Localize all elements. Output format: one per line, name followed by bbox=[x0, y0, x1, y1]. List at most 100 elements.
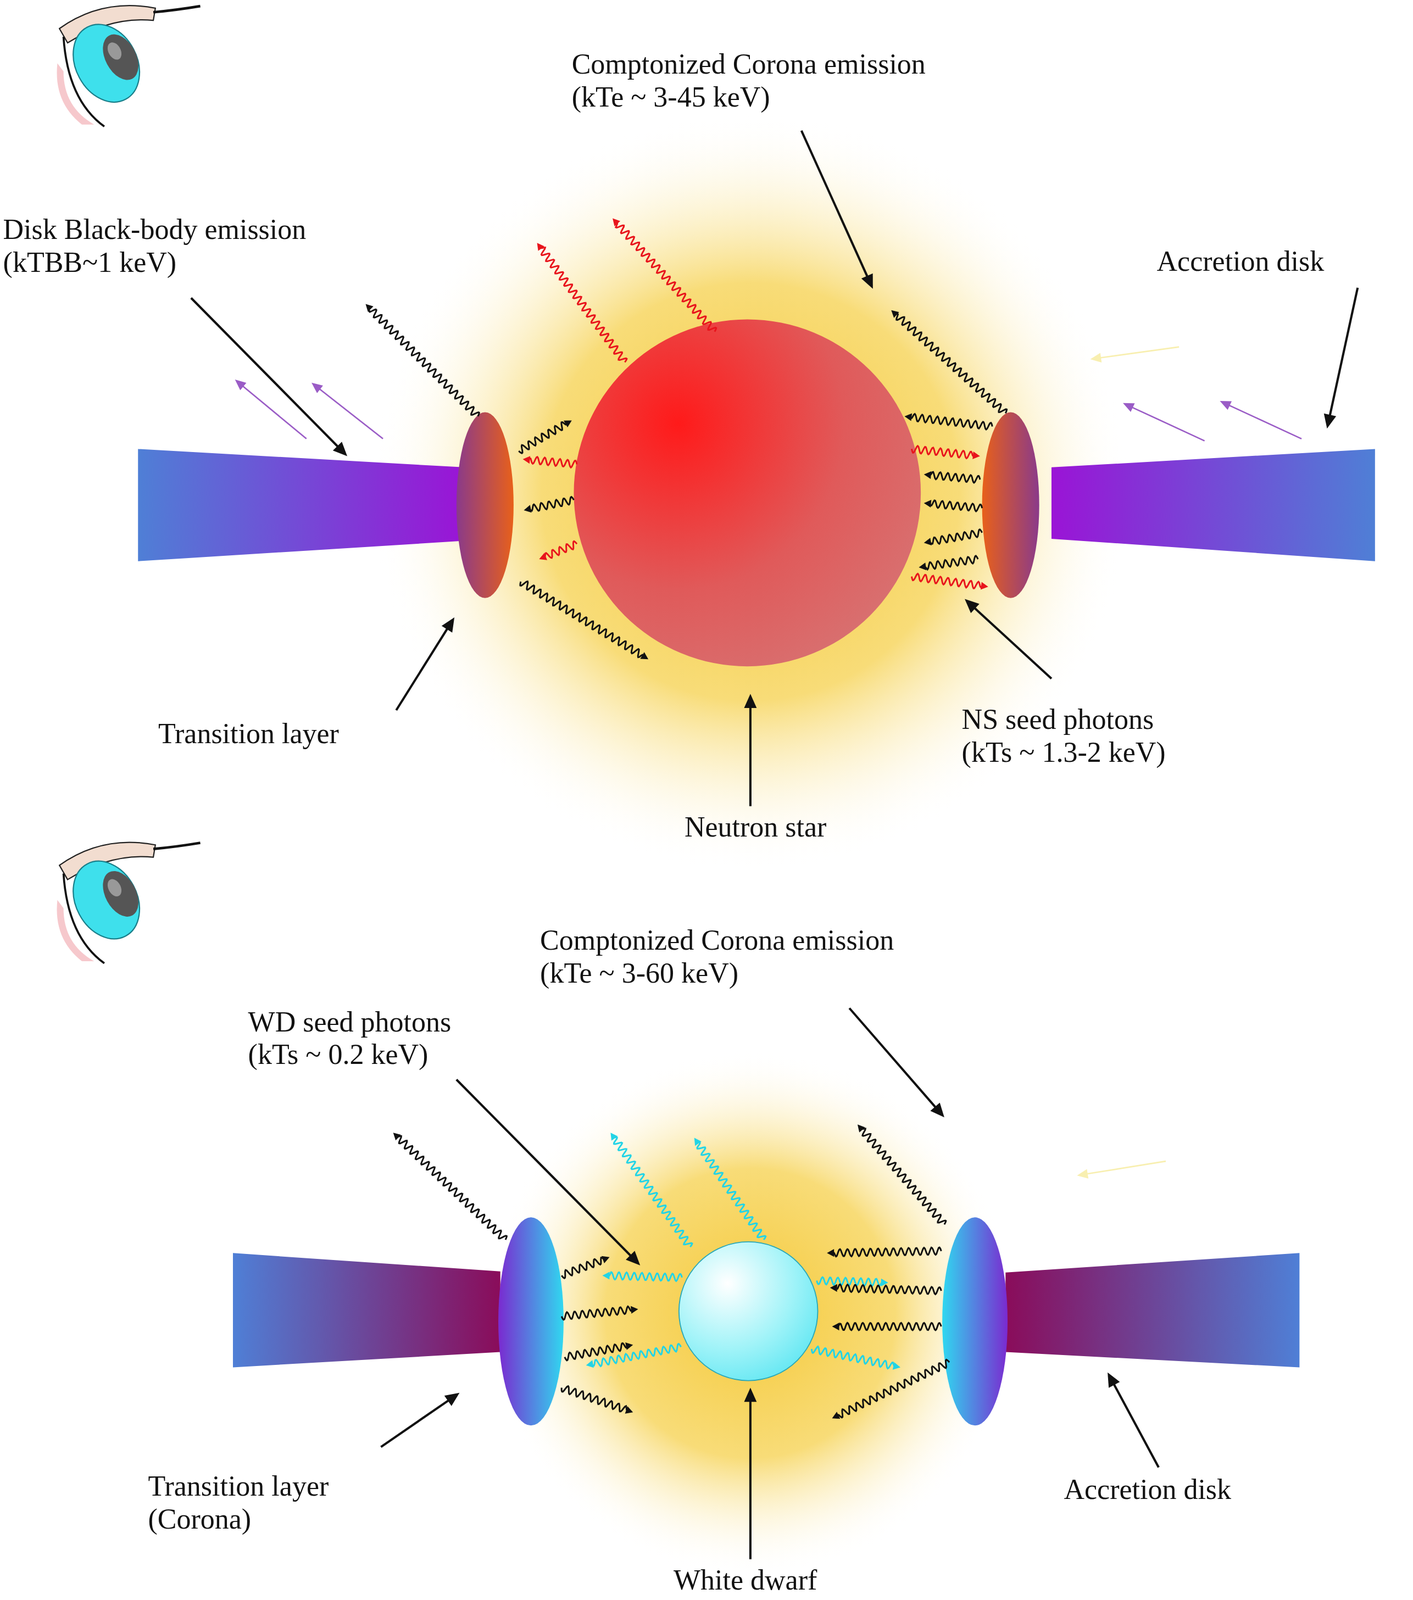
photon-wave bbox=[520, 581, 644, 658]
arrow-line bbox=[242, 385, 307, 439]
arrowhead bbox=[1324, 413, 1337, 429]
eyelash bbox=[153, 6, 200, 13]
arrowhead bbox=[980, 582, 989, 591]
callout-label: Neutron star bbox=[640, 810, 871, 844]
arrowhead bbox=[924, 471, 932, 480]
arrowhead bbox=[1107, 1372, 1120, 1389]
arrowhead bbox=[586, 1360, 594, 1368]
arrowhead bbox=[332, 441, 348, 456]
callout-label: Comptonized Corona emission (kTe ~ 3-60 … bbox=[540, 924, 925, 990]
photon-wave bbox=[529, 457, 577, 468]
arrow-line bbox=[456, 1080, 632, 1257]
transition-layer bbox=[498, 1217, 564, 1426]
photon-arrows bbox=[365, 218, 1008, 1420]
callout-label: WD seed photons (kTs ~ 0.2 keV) bbox=[248, 1005, 507, 1072]
photon-wave bbox=[911, 573, 982, 589]
arrowhead bbox=[918, 562, 927, 571]
photon-wave bbox=[544, 541, 577, 558]
arrow-line bbox=[749, 1400, 752, 1560]
arrow-line bbox=[1099, 347, 1179, 359]
arrow-line bbox=[1086, 1161, 1166, 1175]
arrow-line bbox=[191, 297, 339, 447]
arrow-line bbox=[1330, 287, 1359, 416]
arrowhead bbox=[1219, 401, 1232, 410]
arrowhead bbox=[924, 499, 932, 508]
arrowhead bbox=[1122, 403, 1136, 413]
arrowhead bbox=[625, 1406, 634, 1414]
photon-wave bbox=[615, 223, 717, 332]
pupil-highlight bbox=[104, 40, 125, 63]
photon-wave bbox=[911, 446, 973, 459]
arrowhead bbox=[830, 1284, 838, 1293]
arrowhead bbox=[235, 379, 247, 391]
arrowhead bbox=[832, 1322, 840, 1331]
photon-wave bbox=[837, 1359, 950, 1418]
photon-wave bbox=[561, 1386, 627, 1412]
photon-wave bbox=[862, 1128, 947, 1225]
photon-wave bbox=[518, 422, 567, 454]
corona-glow bbox=[487, 1050, 1015, 1578]
leader-arrows bbox=[191, 130, 1358, 1560]
eye-outline bbox=[63, 36, 105, 127]
arrow-line bbox=[319, 388, 383, 439]
photon-wave bbox=[816, 1277, 883, 1287]
arrow-line bbox=[1131, 407, 1205, 441]
arrowhead bbox=[523, 455, 531, 464]
arrowhead bbox=[904, 413, 912, 421]
arrow-line bbox=[801, 130, 868, 277]
photon-wave bbox=[896, 313, 1007, 414]
arrowhead bbox=[880, 1278, 888, 1287]
photon-wave bbox=[838, 1322, 942, 1331]
callout-label: Comptonized Corona emission (kTe ~ 3-45 … bbox=[571, 47, 957, 114]
photon-wave bbox=[398, 1136, 507, 1240]
arrowhead bbox=[924, 537, 932, 546]
neutron-star bbox=[573, 319, 921, 667]
arrowhead bbox=[892, 1362, 901, 1371]
photon-wave bbox=[608, 1272, 683, 1282]
accretion-disk bbox=[232, 1253, 501, 1368]
accretion-disk bbox=[137, 448, 465, 561]
eye-icon bbox=[57, 842, 201, 964]
arrow-line bbox=[974, 608, 1052, 680]
arrowhead bbox=[630, 1306, 639, 1315]
arrowhead bbox=[625, 1342, 633, 1351]
photon-wave bbox=[910, 414, 993, 430]
arrowhead bbox=[612, 218, 621, 227]
photon-wave bbox=[930, 529, 982, 545]
callout-label: Accretion disk bbox=[1063, 1473, 1232, 1507]
arrowhead bbox=[743, 693, 757, 709]
arrowhead bbox=[537, 242, 545, 252]
callout-label: Disk Black-body emission (kTBB~1 keV) bbox=[3, 213, 383, 280]
pupil bbox=[95, 28, 146, 87]
arrowhead bbox=[694, 1137, 702, 1147]
arrowhead bbox=[964, 599, 980, 614]
arrowhead bbox=[972, 451, 981, 460]
callout-label: Transition layer bbox=[158, 717, 339, 751]
arrowhead bbox=[365, 304, 374, 313]
arrowhead bbox=[441, 617, 455, 633]
callout-label: NS seed photons (kTs ~ 1.3-2 keV) bbox=[961, 703, 1196, 770]
arrow-line bbox=[380, 1400, 449, 1448]
arrowhead bbox=[523, 504, 532, 513]
arrowhead bbox=[1090, 353, 1103, 363]
arrowhead bbox=[444, 1393, 460, 1407]
photon-wave bbox=[369, 309, 480, 417]
white-dwarf bbox=[679, 1242, 819, 1382]
photon-wave bbox=[561, 1258, 604, 1279]
photon-wave bbox=[811, 1347, 894, 1370]
callout-label: Transition layer (Corona) bbox=[147, 1470, 385, 1537]
photon-wave bbox=[836, 1284, 942, 1295]
eye-icon bbox=[57, 5, 201, 127]
transition-layer bbox=[456, 412, 514, 599]
arrow-line bbox=[1113, 1384, 1159, 1468]
iris bbox=[60, 12, 153, 114]
photon-wave bbox=[593, 1344, 682, 1367]
arrowhead bbox=[610, 1132, 618, 1142]
arrowhead bbox=[311, 382, 324, 394]
arrow-line bbox=[849, 1008, 936, 1108]
arrowhead bbox=[930, 1102, 944, 1118]
arrowhead bbox=[393, 1132, 402, 1141]
arrowhead bbox=[1076, 1169, 1089, 1179]
photon-wave bbox=[925, 555, 978, 570]
